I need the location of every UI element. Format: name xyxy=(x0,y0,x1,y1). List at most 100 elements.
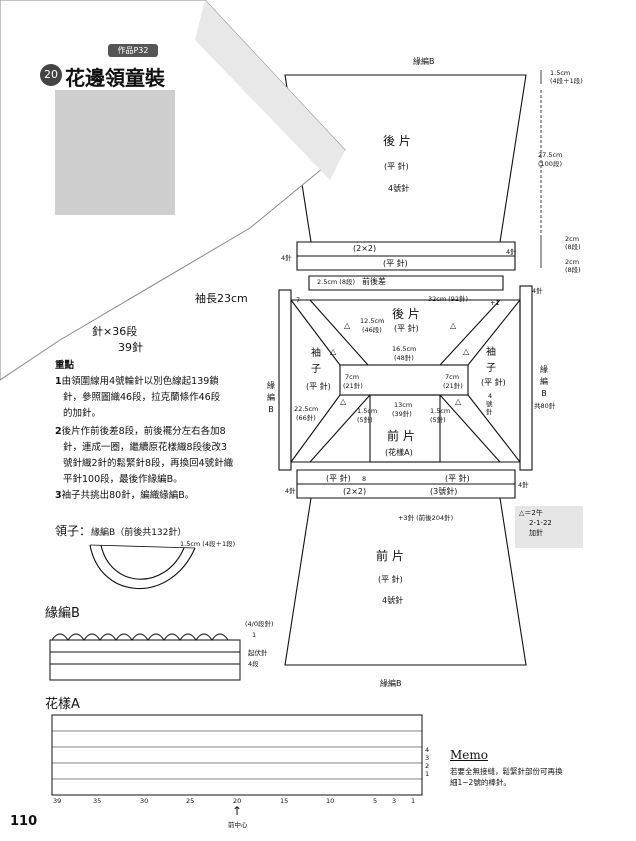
dim-label: (8段) xyxy=(565,243,581,251)
edge-b-bind: 起伏針 xyxy=(248,649,268,657)
row-label: 4 xyxy=(425,746,430,754)
count-label: 4針 xyxy=(285,487,296,495)
edge-b-rows: 4段 xyxy=(248,660,259,668)
triangle-icon: △ xyxy=(450,321,457,330)
page-title: 花邊領童裝 xyxy=(65,66,165,90)
row-label: 3 xyxy=(425,754,430,762)
axis-label: 25 xyxy=(186,797,195,805)
pattern-number: 20 xyxy=(40,64,62,86)
pattern-ref-badge: 作品P32 xyxy=(108,44,158,57)
front-stitch: (平 針) xyxy=(378,575,403,584)
axis-label: 15 xyxy=(280,797,289,805)
collar-title: 領子：緣編B（前後共132針） xyxy=(55,524,187,538)
dim-label: 2.5cm (8段) xyxy=(317,278,356,286)
triangle-icon: △ xyxy=(344,321,351,330)
axis-label: 30 xyxy=(140,797,149,805)
row-label: 1 xyxy=(425,770,430,778)
memo-line-2: 細1~2號的棒針。 xyxy=(450,778,511,787)
step-2: 2後片作前後差8段，前後襬分左右各加8 xyxy=(55,426,226,437)
count-label: 4針 xyxy=(506,248,517,256)
step-2-cont: 號針織2針的鬆緊針8段，再換回4號針織 xyxy=(63,458,234,469)
step-1-cont: 的加針。 xyxy=(63,408,102,419)
instructions: 重點 1由領圍線用4號輪針以別色線起139鎖 針，參照圖織46段，拉克蘭條作46… xyxy=(55,358,290,504)
back-title: 後 片 xyxy=(383,134,411,148)
sleeve-left-title: 子 xyxy=(311,364,321,375)
triangle-icon: △ xyxy=(455,397,462,406)
count-label: 共80針 xyxy=(534,402,556,410)
rib-label: (平 針) xyxy=(383,259,408,268)
step-2-cont: 針，連成一圈，繼續原花樣織8段後改3 xyxy=(63,442,228,453)
dim-label: 1.5cm xyxy=(430,407,451,415)
spec-line-1: 袖長23cm xyxy=(195,292,248,305)
sleeve-right-title: 袖 xyxy=(486,347,496,358)
section-heading: 重點 xyxy=(55,360,75,371)
rib-label: (2×2) xyxy=(353,244,377,253)
dim-label: 1.5cm xyxy=(550,69,571,77)
dim-label: (21針) xyxy=(443,382,463,390)
diff-label: 前後差 xyxy=(362,277,386,286)
axis-label: 20 xyxy=(233,797,242,805)
triangle-note: △＝2午 2-1-22 加針 xyxy=(515,506,583,548)
sleeve-right-stitch: (平 針) xyxy=(481,378,506,387)
sleeve-right-title: 子 xyxy=(486,363,496,374)
count-label: 4針 xyxy=(518,481,529,489)
step-2-cont: 平針100段，最後作緣編B。 xyxy=(63,474,183,485)
front-title: 前 片 xyxy=(376,549,404,563)
step-1: 1由領圍線用4號輪針以別色線起139鎖 xyxy=(55,376,219,387)
rib-label: (平 針) xyxy=(445,474,470,483)
rib-label: (3號針) xyxy=(430,487,458,496)
dim-label: 2cm xyxy=(565,258,580,266)
edge-bottom-label: 緣編B xyxy=(380,679,402,688)
dim-label: 32cm (92針) xyxy=(428,295,469,303)
axis-label: 5 xyxy=(373,797,378,805)
dim-label: 7 xyxy=(296,296,301,304)
yoke-back-title: 後 片 xyxy=(392,307,420,321)
axis-label: 10 xyxy=(326,797,335,805)
front-yoke-title: 前 片 xyxy=(387,429,415,443)
center-label: 前中心 xyxy=(228,821,248,829)
step-1-cont: 針，參照圖織46段，拉克蘭條作46段 xyxy=(63,392,221,403)
triangle-icon: △ xyxy=(340,397,347,406)
center-arrow-icon: ↑ xyxy=(232,804,243,818)
needle-label: 針 xyxy=(486,408,493,416)
dim-label: (4段＋1段) xyxy=(550,77,583,85)
dim-label: 1.5cm xyxy=(357,407,378,415)
sleeve-left-stitch: (平 針) xyxy=(306,382,331,391)
edge-b-title: 緣編B xyxy=(45,606,80,621)
back-needle: 4號針 xyxy=(388,184,410,193)
yoke-stitch: (平 針) xyxy=(394,324,419,333)
axis-label: 39 xyxy=(53,797,62,805)
back-stitch: (平 針) xyxy=(384,162,409,171)
needle-label: 4 xyxy=(488,392,493,400)
edge-left-label: 緣 編 B xyxy=(267,381,275,414)
dim-label: 2cm xyxy=(565,235,580,243)
step-3: 3袖子共挑出80針，編織緣編B。 xyxy=(55,490,195,501)
spec-line-3: 39針 xyxy=(118,341,143,354)
triangle-icon: △ xyxy=(463,347,470,356)
dim-label: (8段) xyxy=(565,266,581,274)
row-label: 2 xyxy=(425,762,430,770)
page-number: 110 xyxy=(10,814,38,829)
dim-label: (46段) xyxy=(362,326,382,334)
axis-label: 1 xyxy=(411,797,416,805)
dim-label: (48針) xyxy=(394,354,414,362)
dim-label: (21針) xyxy=(343,382,363,390)
rib-label: (平 針) xyxy=(326,474,351,483)
count-label: 4針 xyxy=(532,287,543,295)
axis-label: 35 xyxy=(93,797,102,805)
triangle-icon: △ xyxy=(330,347,337,356)
front-needle: 4號針 xyxy=(382,596,404,605)
count-label: 4針 xyxy=(281,254,292,262)
total-label: +3針 (前後204針) xyxy=(398,514,454,522)
pattern-a-title: 花樣A xyxy=(45,697,80,712)
collar-width: 1.5cm (4段＋1段) xyxy=(180,540,236,548)
memo-line-1: 若要全無接縫，鬆緊針部份可再換 xyxy=(450,767,563,776)
edge-top-label: 緣編B xyxy=(413,57,435,66)
dim-label: 12.5cm xyxy=(360,317,385,325)
dim-label: 16.5cm xyxy=(392,345,417,353)
dim-label: 22.5cm xyxy=(294,405,319,413)
dim-label: 13cm xyxy=(394,401,413,409)
sleeve-left-title: 袖 xyxy=(311,348,321,359)
edge-b-one: 1 xyxy=(252,631,257,639)
dim-label: +1 xyxy=(490,299,500,307)
